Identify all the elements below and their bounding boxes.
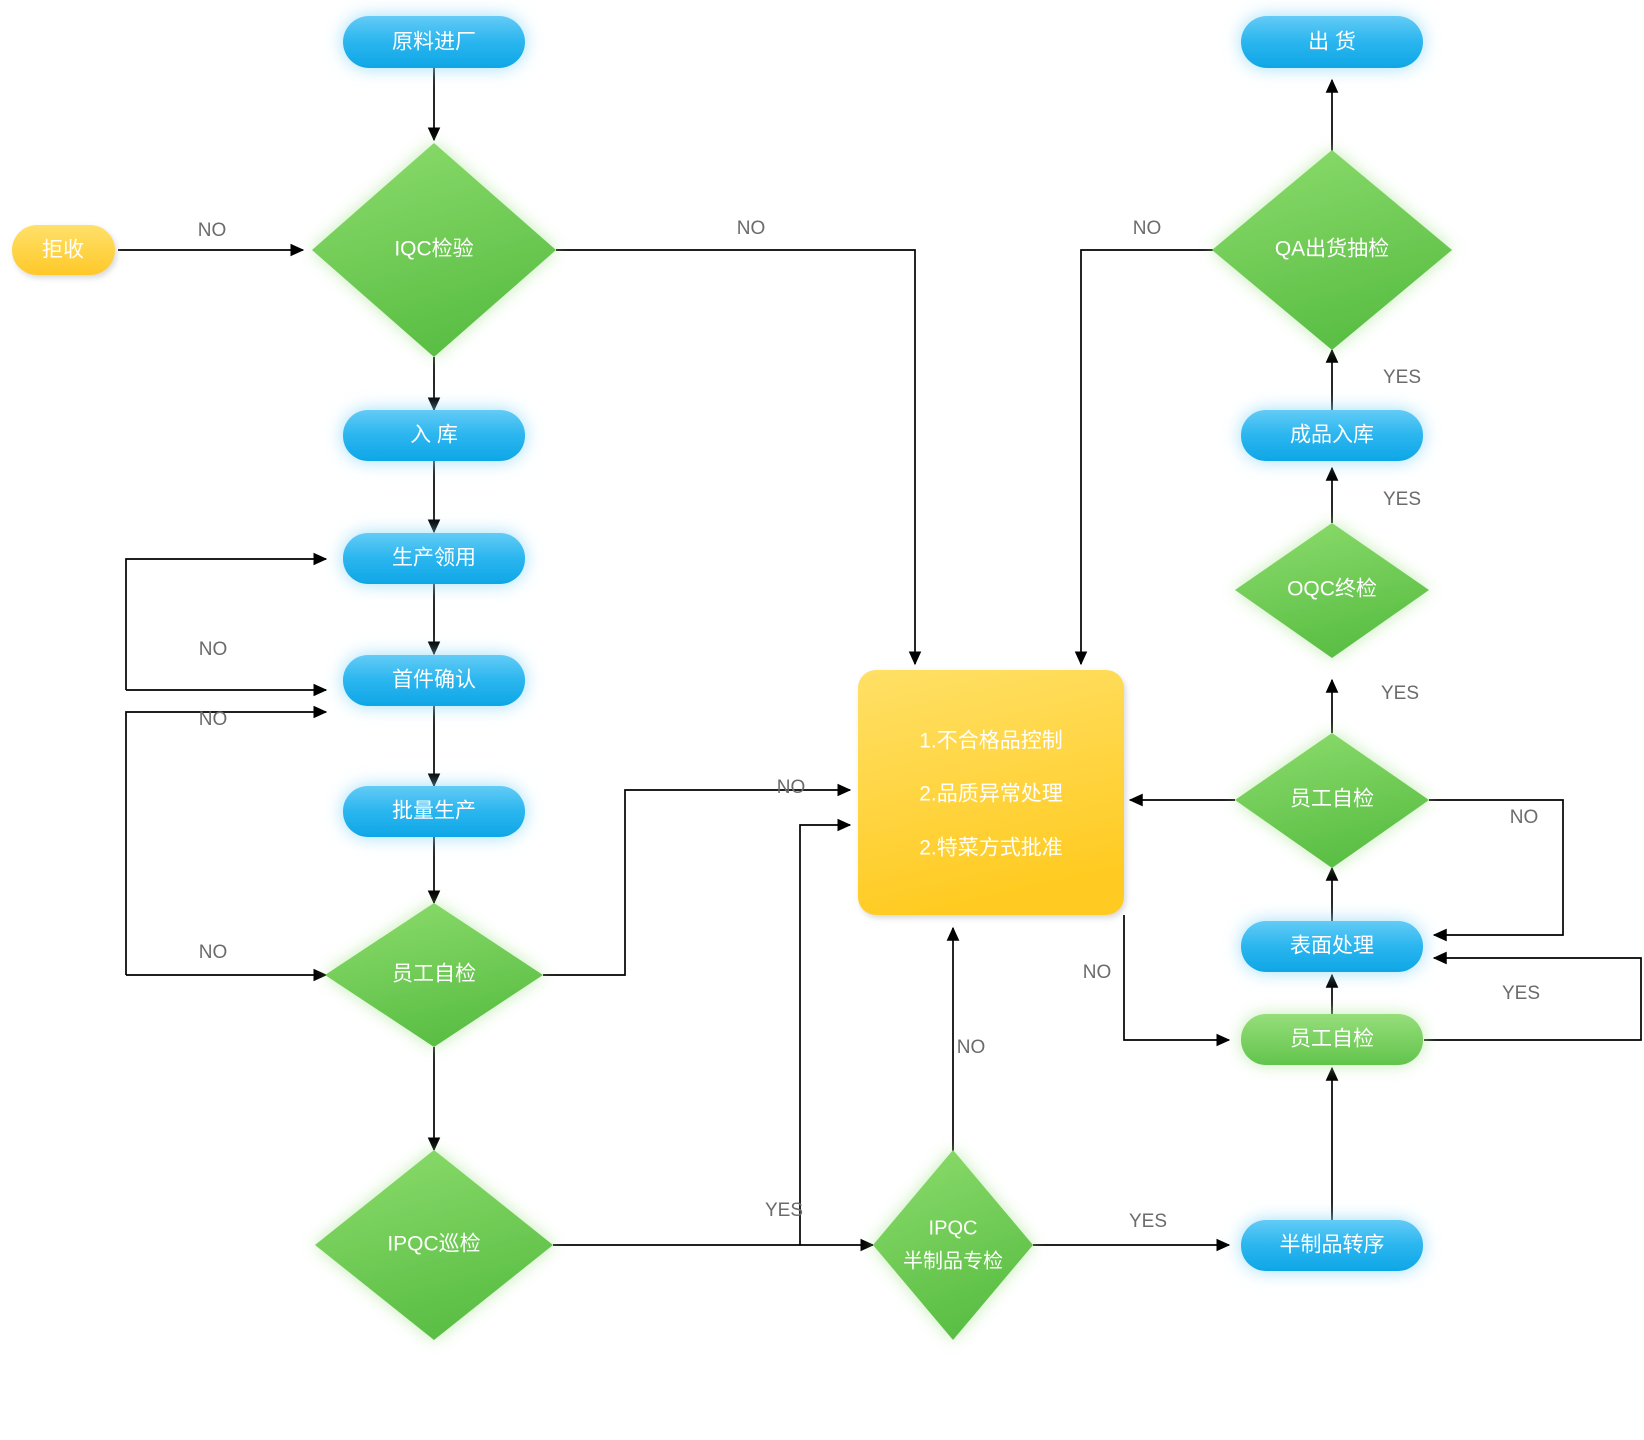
label-loop-no-to-production-pick: NO bbox=[199, 639, 228, 660]
reject-shape[interactable] bbox=[12, 225, 115, 275]
node-self-check-left[interactable]: 员工自检 bbox=[325, 903, 543, 1047]
first-article-shape[interactable] bbox=[343, 655, 525, 706]
edge-selfcheck-right-no-loop bbox=[1429, 799, 1564, 942]
node-warehouse-in[interactable]: 入 库 bbox=[343, 410, 525, 461]
label-self-check-right-yes: YES bbox=[1381, 683, 1419, 704]
node-shipment[interactable]: 出 货 bbox=[1241, 16, 1423, 68]
node-production-pick[interactable]: 生产领用 bbox=[343, 533, 525, 584]
node-raw-material-in[interactable]: 原料进厂 bbox=[343, 16, 525, 68]
ipqc-semi-shape[interactable] bbox=[873, 1150, 1033, 1340]
self-check-bottom-right-shape[interactable] bbox=[1241, 1014, 1423, 1065]
iqc-inspection-shape[interactable] bbox=[312, 143, 556, 357]
edge-selfcheck-br-yes-loop bbox=[1424, 951, 1642, 1041]
label-qa-no: NO bbox=[1133, 218, 1162, 239]
surface-treatment-shape[interactable] bbox=[1241, 921, 1423, 972]
label-finished-goods-yes: YES bbox=[1383, 367, 1421, 388]
production-pick-shape[interactable] bbox=[343, 533, 525, 584]
node-surface-treatment[interactable]: 表面处理 bbox=[1241, 921, 1423, 972]
label-ipqc-semi-yes: YES bbox=[1129, 1211, 1167, 1232]
finished-goods-in-shape[interactable] bbox=[1241, 410, 1423, 461]
edge-loop-no-to-firstarticle-b bbox=[125, 705, 328, 975]
node-mass-production[interactable]: 批量生产 bbox=[343, 786, 525, 837]
node-self-check-right[interactable]: 员工自检 bbox=[1235, 733, 1429, 868]
connectors bbox=[118, 68, 1642, 1252]
node-iqc-inspection[interactable]: IQC检验 bbox=[312, 143, 556, 357]
label-loop-no-to-first-article: NO bbox=[199, 709, 228, 730]
mass-production-shape[interactable] bbox=[343, 786, 525, 837]
edge-loop-no-to-pick bbox=[125, 552, 328, 690]
node-qa-shipment-sampling[interactable]: QA出货抽检 bbox=[1212, 150, 1452, 350]
label-iqc-no-to-reject: NO bbox=[198, 220, 227, 241]
semi-transfer-shape[interactable] bbox=[1241, 1220, 1423, 1271]
label-self-check-right-no: NO bbox=[1510, 807, 1539, 828]
label-self-check-br-yes: YES bbox=[1502, 983, 1540, 1004]
label-oqc-yes: YES bbox=[1383, 489, 1421, 510]
edge-qa-no-to-nonconforming bbox=[1074, 249, 1213, 666]
edge-nonconforming-no-to-selfcheck-br bbox=[1123, 915, 1231, 1047]
node-first-article[interactable]: 首件确认 bbox=[343, 655, 525, 706]
label-ipqc-semi-no: NO bbox=[957, 1037, 986, 1058]
ipqc-patrol-shape[interactable] bbox=[315, 1150, 553, 1340]
label-self-check-left-no: NO bbox=[777, 777, 806, 798]
edge-labels: NO NO NO NO NO NO YES NO YES NO YES NO Y… bbox=[198, 218, 1540, 1232]
raw-material-in-shape[interactable] bbox=[343, 16, 525, 68]
node-finished-goods-in[interactable]: 成品入库 bbox=[1241, 410, 1423, 461]
shipment-shape[interactable] bbox=[1241, 16, 1423, 68]
label-nonconforming-no-to-self-check-br: NO bbox=[1083, 962, 1112, 983]
self-check-left-shape[interactable] bbox=[325, 903, 543, 1047]
node-ipqc-patrol[interactable]: IPQC巡检 bbox=[315, 1150, 553, 1340]
edge-iqc-no-to-nonconforming bbox=[556, 249, 922, 666]
warehouse-in-shape[interactable] bbox=[343, 410, 525, 461]
self-check-right-shape[interactable] bbox=[1235, 733, 1429, 868]
node-self-check-bottom-right[interactable]: 员工自检 bbox=[1241, 1014, 1423, 1065]
node-reject[interactable]: 拒收 bbox=[12, 225, 115, 275]
oqc-final-shape[interactable] bbox=[1235, 523, 1429, 658]
qa-shipment-sampling-shape[interactable] bbox=[1212, 150, 1452, 350]
nonconforming-control-shape[interactable] bbox=[858, 670, 1124, 915]
node-nonconforming-control[interactable]: 1.不合格品控制 2.品质异常处理 2.特菜方式批准 bbox=[858, 670, 1124, 915]
edge-selfcheck-left-no bbox=[543, 783, 852, 976]
node-ipqc-semi[interactable]: IPQC 半制品专检 bbox=[873, 1150, 1033, 1340]
label-iqc-no-to-nonconforming: NO bbox=[737, 218, 766, 239]
label-ipqc-patrol-yes: YES bbox=[765, 1200, 803, 1221]
node-oqc-final[interactable]: OQC终检 bbox=[1235, 523, 1429, 658]
edge-ipqc-patrol-riser bbox=[799, 818, 852, 1245]
label-loop-no-to-self-check-left: NO bbox=[199, 942, 228, 963]
node-semi-transfer[interactable]: 半制品转序 bbox=[1241, 1220, 1423, 1271]
